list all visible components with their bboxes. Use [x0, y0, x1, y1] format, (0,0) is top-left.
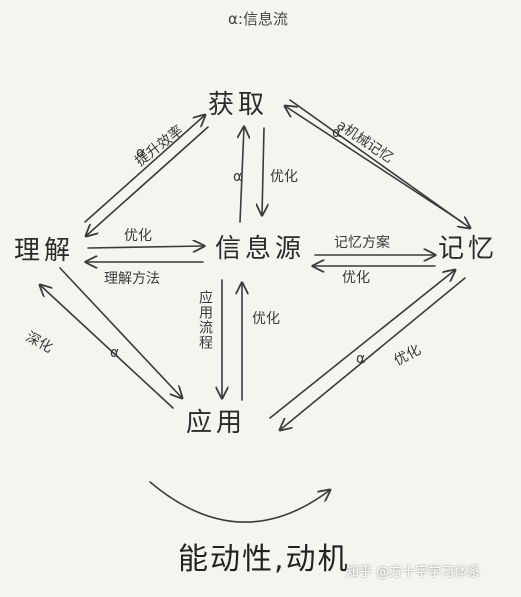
label-understand-source-optimize: 优化 [124, 228, 152, 244]
node-acquire: 获取 [208, 90, 269, 120]
diagram-title: α:信息流 [228, 10, 288, 28]
edge-acquire-to-understand [86, 126, 209, 236]
label-acquire-source-optimize: 优化 [270, 169, 298, 185]
node-understand: 理解 [14, 236, 75, 266]
label-source-memory-plan: 记忆方案 [334, 235, 390, 251]
node-apply: 应用 [186, 408, 247, 438]
edge-memory-to-apply [280, 277, 466, 430]
label-apply-process: 应用流程 [197, 290, 213, 350]
label-acquire-source-alpha: α [233, 169, 243, 185]
label-acquire-memory-alpha: α [332, 125, 342, 141]
node-source: 信息源 [215, 234, 306, 264]
label-understand-acquire-alpha: α [136, 145, 146, 161]
label-apply-memory-alpha: α [356, 351, 366, 367]
edge-acquire-to-source [262, 127, 264, 215]
label-understand-apply-alpha: α [110, 345, 120, 361]
footer-motivation: 能动性,动机 [178, 542, 350, 577]
edge-apply-to-understand [40, 285, 174, 409]
edge-understand-to-apply [59, 267, 182, 398]
label-source-understand-method: 理解方法 [104, 271, 160, 287]
watermark: 知乎 @方十字学习体系 [346, 565, 481, 580]
edge-acquire-to-memory [289, 99, 470, 228]
node-memory: 记忆 [438, 234, 499, 264]
edge-understand-to-source [87, 246, 204, 248]
edge-understand-to-acquire [84, 115, 205, 223]
edge-source-to-acquire [240, 127, 244, 223]
edge-memory-to-acquire [285, 106, 463, 223]
curved-arrow [149, 481, 330, 523]
label-apply-source-optimize: 优化 [252, 311, 280, 327]
label-memory-source-optimize: 优化 [342, 270, 370, 286]
edge-apply-to-memory [269, 270, 455, 419]
